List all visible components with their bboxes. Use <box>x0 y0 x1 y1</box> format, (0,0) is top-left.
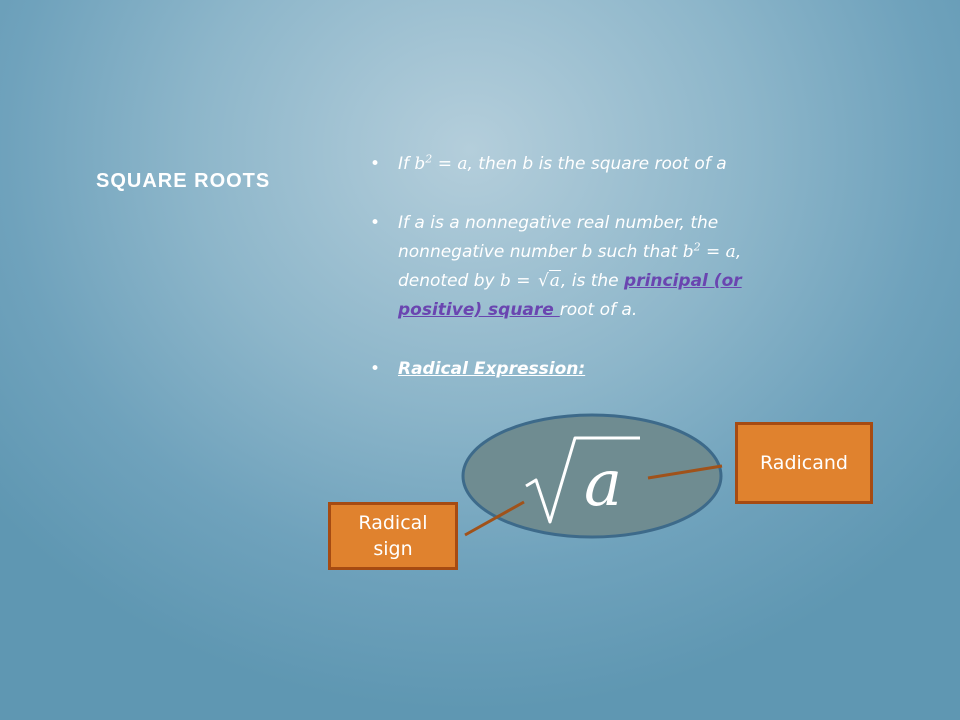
sqrt-radicand-inline: a <box>548 270 561 291</box>
math-exponent: 2 <box>693 240 701 254</box>
principal-square-root-link[interactable]: principal (or positive) square <box>398 271 742 320</box>
bullet-text: , denoted by <box>398 242 742 291</box>
bullet-principal-root: If a is a nonnegative real number, the n… <box>370 209 810 325</box>
bullet-text: , is the <box>560 271 625 291</box>
bullet-list: If b2 = a, then b is the square root of … <box>370 150 810 414</box>
bullet-text: If a is a nonnegative real number, the n… <box>398 213 719 262</box>
radicand-symbol: a <box>584 447 622 521</box>
bullet-text: root of a. <box>559 300 638 320</box>
radicand-connector <box>647 464 723 480</box>
math-equals-a: = a <box>432 154 468 174</box>
radical-sign-icon <box>525 436 640 524</box>
radicand-label: Radicand <box>760 452 848 474</box>
bullet-text: If <box>398 154 415 174</box>
slide-title: SQUARE ROOTS <box>96 170 271 192</box>
math-exponent: 2 <box>425 152 433 166</box>
math-b: b <box>682 242 694 262</box>
bullet-radical-expression: Radical Expression: <box>370 355 810 384</box>
expression-ellipse <box>461 413 723 539</box>
math-b-equals: b = <box>500 271 536 291</box>
radical-expression-heading: Radical Expression: <box>398 359 586 379</box>
sqrt-inline: √a <box>536 267 561 296</box>
radical-sign-connector <box>464 500 525 537</box>
bullet-definition: If b2 = a, then b is the square root of … <box>370 150 810 179</box>
bullet-text: , then b is the square root of a <box>467 154 727 174</box>
radical-sign-inline: √ <box>537 271 549 291</box>
math-equals-a: = a <box>700 242 736 262</box>
radicand-label-box: Radicand <box>735 422 873 504</box>
radical-sign-label: Radical sign <box>358 512 428 560</box>
math-b: b <box>414 154 426 174</box>
radical-sign-label-box: Radical sign <box>328 502 458 570</box>
